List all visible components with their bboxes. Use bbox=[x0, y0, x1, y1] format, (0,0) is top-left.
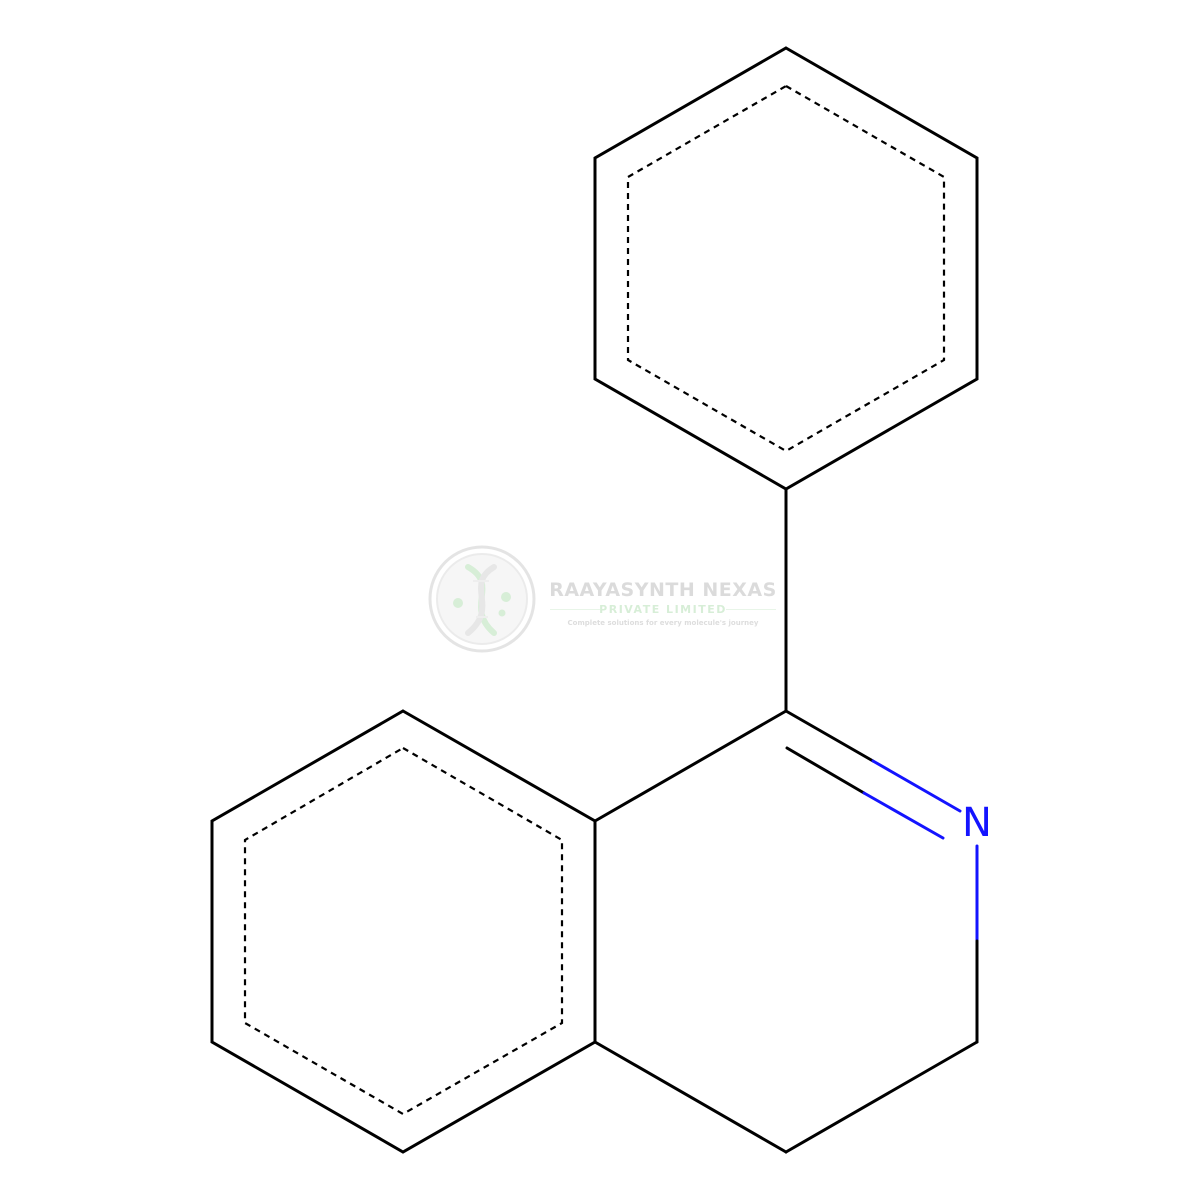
benzo-ring-bonds bbox=[210, 709, 597, 1154]
c1-n-double-black bbox=[785, 746, 866, 795]
c3-c4-bond bbox=[784, 1040, 979, 1154]
dihydro-ring bbox=[593, 709, 979, 1154]
c4-c4a-bond bbox=[593, 1040, 788, 1154]
c1-n-bond-blue bbox=[871, 759, 962, 813]
watermark-title: RAAYASYNTH NEXAS bbox=[549, 579, 777, 601]
watermark-divider-right bbox=[726, 609, 776, 610]
watermark-divider-left bbox=[550, 609, 600, 610]
watermark-tagline: Complete solutions for every molecule's … bbox=[567, 619, 759, 627]
watermark: RAAYASYNTH NEXAS PRIVATE LIMITED Complet… bbox=[428, 545, 778, 657]
benzo-aromatic-circle bbox=[243, 746, 564, 1116]
nitrogen-atom-label: N bbox=[962, 800, 992, 846]
c1-n-bond-black bbox=[784, 709, 875, 763]
phenyl-ring bbox=[593, 46, 979, 491]
c1-n-double-blue bbox=[862, 791, 945, 840]
phenyl-ring-bonds bbox=[593, 46, 979, 491]
phenyl-aromatic-circle bbox=[626, 84, 946, 453]
watermark-subtitle: PRIVATE LIMITED bbox=[599, 603, 727, 616]
c8a-c1-bond bbox=[593, 709, 788, 823]
dna-logo-icon bbox=[428, 545, 536, 653]
benzo-ring bbox=[210, 709, 597, 1154]
